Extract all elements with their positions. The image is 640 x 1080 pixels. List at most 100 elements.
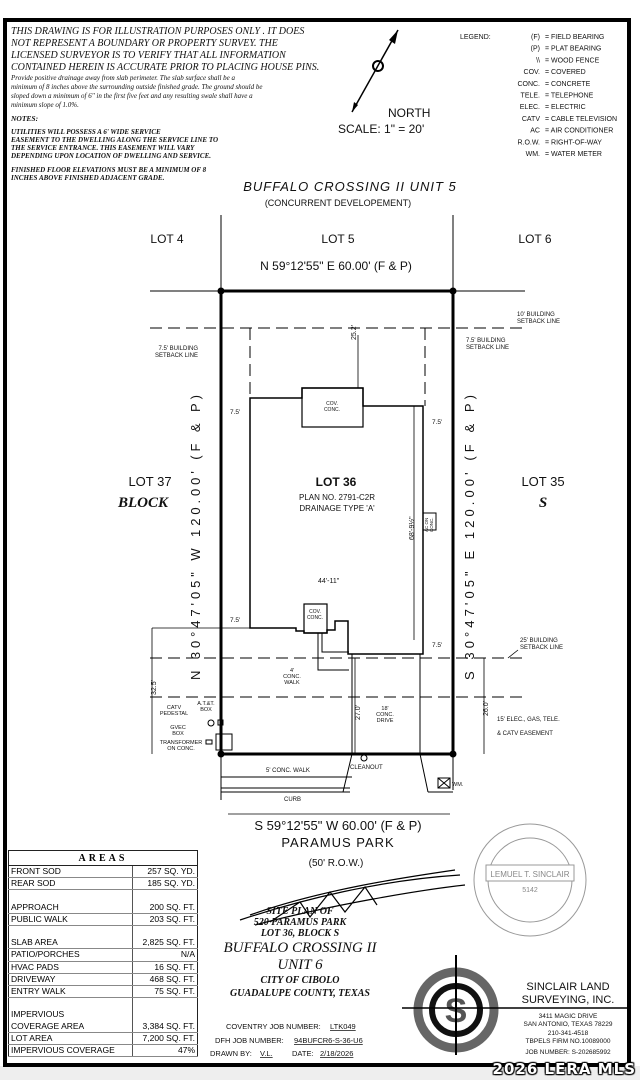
area-label: [8, 997, 133, 1010]
area-value: 7,200 SQ. FT.: [132, 1032, 198, 1045]
lot-boundary: [219, 289, 455, 756]
svg-text:COV.: COV.: [326, 401, 338, 407]
surveyor-seal: LEMUEL T. SINCLAIR 5142: [473, 823, 587, 937]
scale-label: SCALE: 1" = 20': [338, 122, 424, 136]
legend-key: TELE.: [521, 93, 541, 100]
west-bearing: N 30°47'05" W 120.00' (F & P): [188, 395, 203, 680]
areas-title: AREAS: [8, 850, 198, 866]
svg-text:LOT 6: LOT 6: [518, 232, 551, 246]
svg-text:A.T.&T.: A.T.&T.: [197, 701, 215, 707]
svg-text:SETBACK LINE: SETBACK LINE: [466, 345, 509, 351]
svg-text:NOTES:: NOTES:: [10, 114, 38, 123]
area-value: 2,825 SQ. FT.: [132, 937, 198, 950]
legend-value: = WATER METER: [545, 151, 602, 158]
svg-text:SETBACK LINE: SETBACK LINE: [520, 645, 563, 651]
areas-row: [8, 925, 198, 938]
svg-text:CATV: CATV: [167, 705, 182, 711]
lot-37-label: LOT 37: [128, 474, 171, 489]
svg-text:THIS DRAWING IS FOR ILLUSTRATI: THIS DRAWING IS FOR ILLUSTRATION PURPOSE…: [11, 26, 304, 37]
svg-text:27.0': 27.0': [355, 705, 362, 720]
svg-text:BUFFALO CROSSING II UNIT 5: BUFFALO CROSSING II UNIT 5: [243, 179, 457, 194]
area-value: [132, 998, 197, 1010]
ac-pad: [422, 512, 437, 531]
legend-key: CATV: [522, 116, 540, 123]
area-label: PATIO/PORCHES: [8, 948, 133, 962]
svg-text:SURVEYING, INC.: SURVEYING, INC.: [522, 994, 615, 1006]
svg-text:26.0': 26.0': [483, 701, 490, 716]
svg-text:5' CONC. WALK: 5' CONC. WALK: [266, 768, 310, 774]
area-value: 75 SQ. FT.: [132, 985, 198, 999]
north-label: NORTH: [388, 106, 430, 120]
plan-number: PLAN NO. 2791-C2R: [299, 493, 375, 502]
area-value: 3,384 SQ. FT.: [132, 1020, 198, 1033]
svg-text:COVENTRY JOB NUMBER:: COVENTRY JOB NUMBER:: [226, 1022, 321, 1031]
svg-text:DRAWN BY:: DRAWN BY:: [210, 1049, 252, 1058]
svg-text:LEGEND:: LEGEND:: [460, 34, 491, 41]
svg-text:3411 MAGIC DRIVE: 3411 MAGIC DRIVE: [539, 1013, 598, 1020]
svg-text:minimum of 8 inches above the: minimum of 8 inches above the surroundin…: [11, 83, 262, 91]
svg-text:WM.: WM.: [452, 782, 464, 788]
svg-text:94BUFCR6-S-36-U6: 94BUFCR6-S-36-U6: [294, 1036, 363, 1045]
svg-text:minimum slope of 1.0%.: minimum slope of 1.0%.: [11, 101, 79, 109]
block-label: BLOCK: [117, 495, 169, 511]
svg-text:THE SERVICE ENTRANCE. THIS EAS: THE SERVICE ENTRANCE. THIS EASEMENT WILL…: [11, 144, 195, 152]
svg-text:AC ON: AC ON: [424, 518, 429, 532]
svg-text:WALK: WALK: [284, 680, 300, 686]
area-label: DRIVEWAY: [8, 973, 133, 986]
svg-text:SINCLAIR LAND: SINCLAIR LAND: [526, 981, 609, 993]
area-value: N/A: [132, 948, 198, 962]
job-info: COVENTRY JOB NUMBER: LTK049 DFH JOB NUMB…: [210, 1022, 363, 1058]
svg-text:DFH JOB NUMBER:: DFH JOB NUMBER:: [215, 1036, 284, 1045]
svg-text:GVEC: GVEC: [170, 725, 186, 731]
area-label: [8, 925, 133, 938]
setback-25-leader: [507, 649, 519, 659]
svg-text:LICENSED SURVEYOR IS TO VERIFY: LICENSED SURVEYOR IS TO VERIFY THAT ALL …: [10, 50, 287, 61]
company-logo-icon: S: [402, 955, 628, 1055]
area-value: 47%: [132, 1044, 198, 1058]
svg-text:520 PARAMUS PARK: 520 PARAMUS PARK: [254, 917, 348, 928]
sheet-border: [3, 18, 631, 1067]
legend-key: WM.: [526, 151, 540, 158]
svg-text:Provide positive drainage away: Provide positive drainage away from slab…: [10, 74, 236, 82]
lot-36-label: LOT 36: [316, 475, 357, 489]
legend-value: = FIELD BEARING: [545, 34, 604, 41]
svg-text:DEPENDING UPON LOCATION OF DWE: DEPENDING UPON LOCATION OF DWELLING AND …: [10, 152, 211, 160]
svg-text:CURB: CURB: [284, 797, 301, 803]
svg-text:7.5': 7.5': [230, 617, 240, 624]
svg-text:UNIT 6: UNIT 6: [277, 957, 323, 973]
street-name: PARAMUS PARK: [281, 835, 394, 850]
svg-text:DRIVE: DRIVE: [377, 718, 394, 724]
legend-value: = RIGHT-OF-WAY: [545, 139, 602, 146]
title-block: SITE PLAN OF 520 PARAMUS PARK LOT 36, BL…: [223, 906, 377, 999]
svg-text:NOT REPRESENT A BOUNDARY OR PR: NOT REPRESENT A BOUNDARY OR PROPERTY SUR…: [10, 38, 278, 49]
svg-text:& CATV EASEMENT: & CATV EASEMENT: [497, 731, 553, 737]
area-label: APPROACH: [8, 901, 133, 914]
svg-text:44'-11": 44'-11": [318, 578, 340, 585]
east-bearing: S 30°47'05" E 120.00' (F & P): [462, 395, 477, 680]
svg-text:PEDESTAL: PEDESTAL: [160, 711, 188, 717]
svg-text:JOB NUMBER: S-202685992: JOB NUMBER: S-202685992: [525, 1049, 611, 1056]
svg-text:V.L.: V.L.: [260, 1049, 273, 1058]
svg-text:COV.: COV.: [309, 609, 321, 615]
svg-text:25' BUILDING: 25' BUILDING: [520, 638, 558, 644]
area-label: PUBLIC WALK: [8, 913, 133, 926]
svg-text:DATE:: DATE:: [292, 1049, 314, 1058]
svg-text:SETBACK LINE: SETBACK LINE: [517, 319, 560, 325]
svg-text:7.5': 7.5': [432, 419, 442, 426]
area-value: [132, 925, 197, 937]
svg-text:18': 18': [381, 706, 388, 712]
svg-text:TBPELS FIRM NO.10089000: TBPELS FIRM NO.10089000: [526, 1038, 611, 1045]
svg-text:UTILITIES WILL POSSESS A 6' WI: UTILITIES WILL POSSESS A 6' WIDE SERVICE: [11, 128, 161, 136]
svg-text:ON CONC.: ON CONC.: [167, 746, 195, 752]
svg-text:7.5': 7.5': [230, 409, 240, 416]
svg-text:N 59°12'55" E 60.00' (F & P): N 59°12'55" E 60.00' (F & P): [260, 259, 412, 273]
area-label: [8, 889, 133, 902]
